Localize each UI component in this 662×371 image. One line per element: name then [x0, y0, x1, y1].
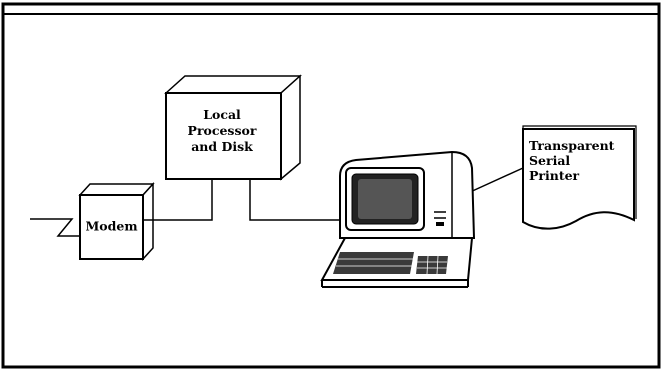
printer-label-line-1: Transparent [529, 138, 615, 153]
phone-line-symbol [30, 219, 80, 236]
processor-box: Local Processor and Disk [166, 76, 300, 179]
printer-label-line-3: Printer [529, 168, 580, 183]
modem-box: Modem [80, 184, 153, 259]
processor-label-line-1: Local [203, 107, 241, 122]
terminal-icon [322, 152, 474, 287]
processor-to-terminal-line [250, 179, 342, 220]
printer-document: Transparent Serial Printer [523, 126, 636, 229]
terminal-to-printer-line [468, 168, 523, 193]
processor-label-line-2: Processor [188, 123, 257, 138]
printer-label-line-2: Serial [529, 153, 570, 168]
processor-label-line-3: and Disk [191, 139, 253, 154]
modem-label: Modem [85, 219, 137, 234]
